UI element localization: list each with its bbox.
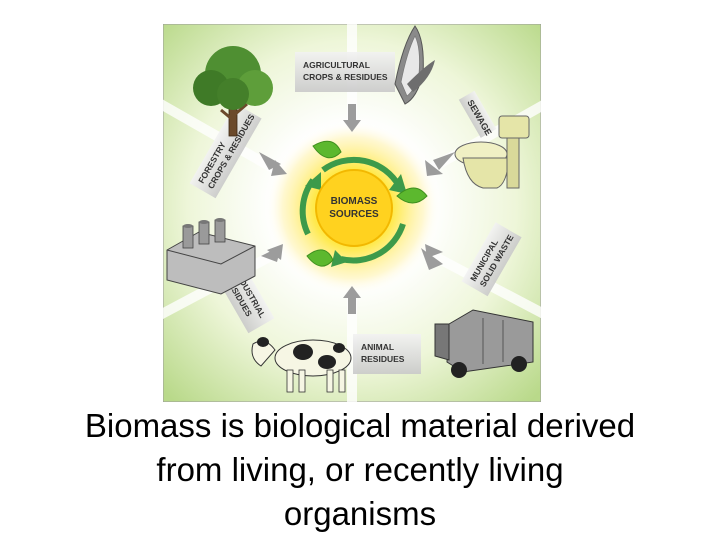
arrow-upper-right [425,152,455,176]
arrow-top [343,104,361,132]
caption-line-3: organisms [283,495,437,532]
caption: Biomass is biological material derived f… [0,404,720,536]
arrow-upper-left [259,152,287,176]
animal-label-line1: ANIMAL [361,342,394,352]
arrow-lower-right [421,244,443,270]
caption-line-2: from living, or recently living [156,451,564,488]
cycle-arrowheads [305,172,407,267]
toilet-icon [454,115,530,189]
center-label-line2: SOURCES [329,209,379,220]
arrow-lower-left [261,244,283,262]
inward-arrows [259,104,455,314]
animal-label-line2: RESIDUES [361,354,405,364]
caption-line-1: Biomass is biological material derived [84,407,636,444]
agricultural-label-line1: AGRICULTURAL [303,60,370,70]
tree-icon [193,46,273,137]
agricultural-label-line2: CROPS & RESIDUES [303,72,388,82]
biomass-sources-diagram: BIOMASS SOURCES AGRICULTURAL CROPS & RES… [163,24,541,402]
cow-icon [251,337,352,393]
arrow-bottom [343,286,361,314]
label-animal: ANIMAL RESIDUES [353,334,421,374]
leaf-icon [312,140,342,159]
garbage-truck-icon [434,309,534,378]
factory-icon [166,218,256,295]
center-label-line1: BIOMASS [331,196,378,207]
leaf-icons [306,140,428,267]
leaf-icon [306,249,334,267]
corn-icon [394,25,435,105]
leaf-icon [396,187,428,204]
center-circle [315,169,393,247]
label-agricultural: AGRICULTURAL CROPS & RESIDUES [295,52,395,92]
